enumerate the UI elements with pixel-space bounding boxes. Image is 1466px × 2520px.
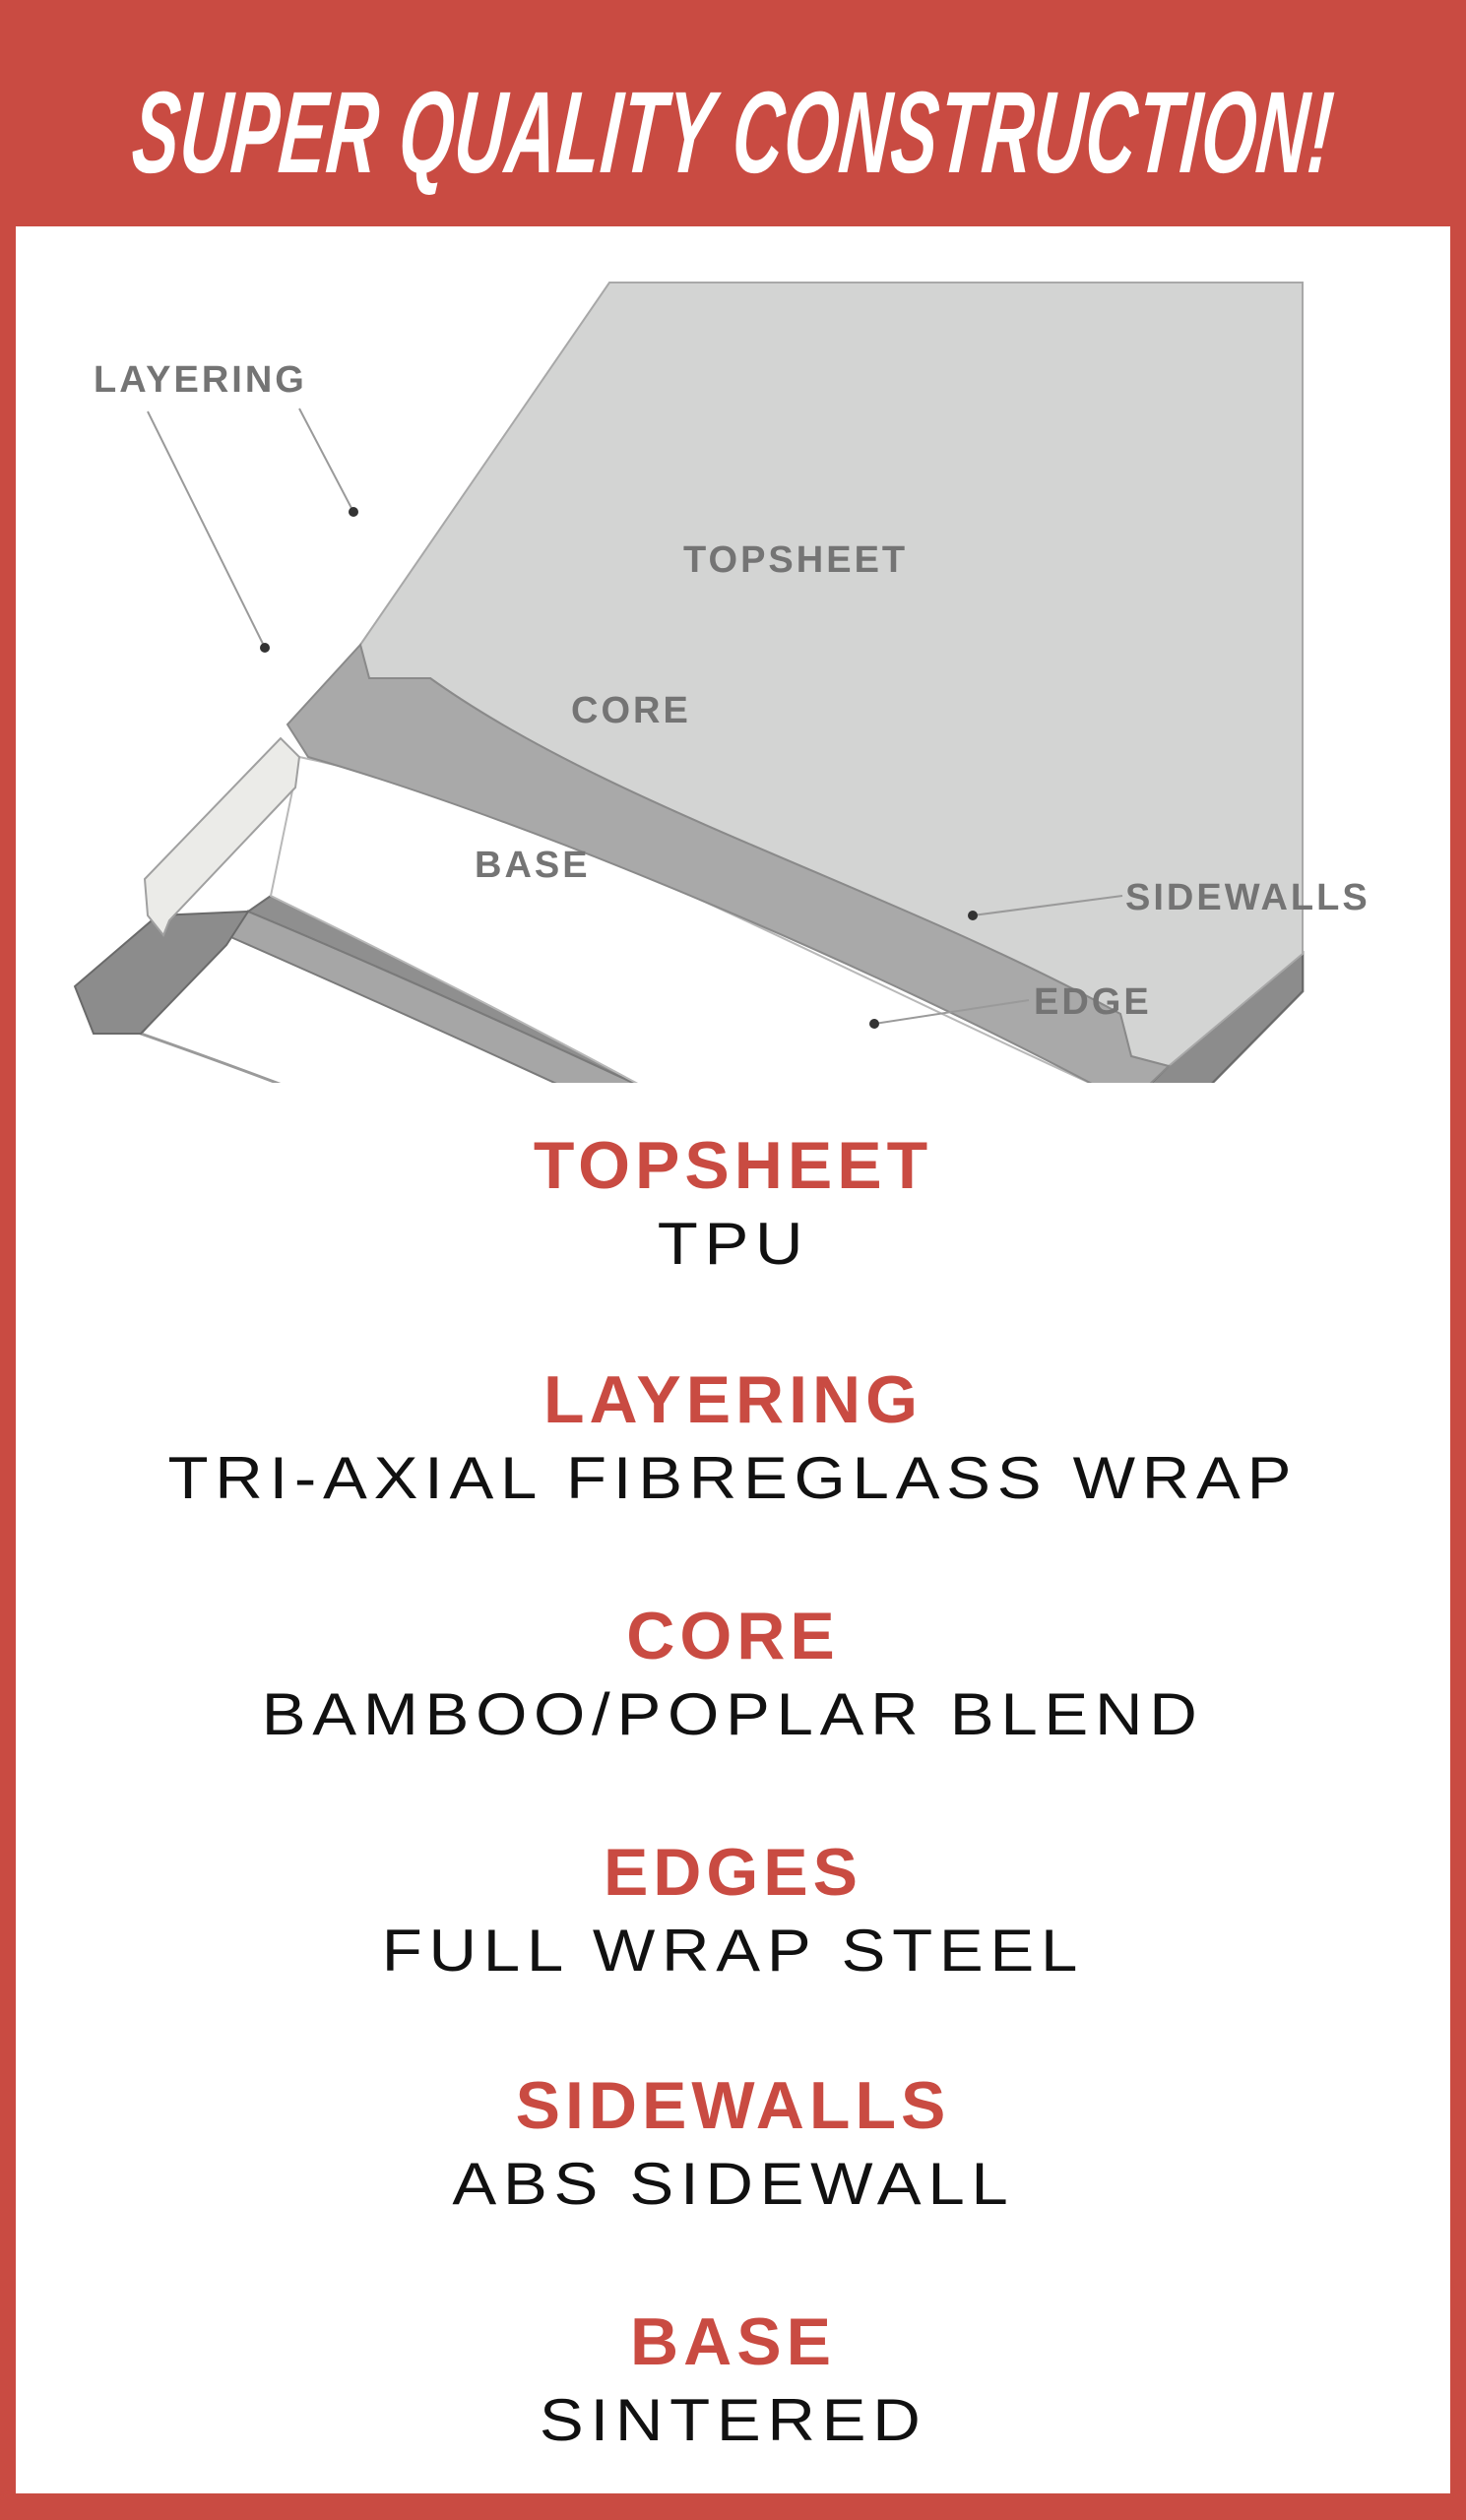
sidewalls-leader-line [972,895,1123,916]
spec-core: CORE BAMBOO/POPLAR BLEND [0,1597,1466,1754]
spec-topsheet: TOPSHEET TPU [0,1126,1466,1284]
diagram-label-topsheet: TOPSHEET [683,539,908,581]
edge-leader-line [873,999,1030,1025]
spec-value: SINTERED [539,2387,927,2453]
lower-layering-band-top [224,910,636,1083]
layering-dot [349,507,358,517]
spec-value: FULL WRAP STEEL [381,1918,1085,1984]
spec-value: ABS SIDEWALL [451,2151,1015,2217]
spec-heading: TOPSHEET [533,1128,933,1203]
spec-value: TPU [657,1211,809,1277]
spec-heading: CORE [626,1599,840,1673]
spec-edges: EDGES FULL WRAP STEEL [0,1833,1466,1990]
layering-dot [260,643,270,653]
spec-layering: LAYERING TRI-AXIAL FIBREGLASS WRAP [0,1360,1466,1518]
sidewalls-dot [968,911,978,920]
diagram-label-base: BASE [475,845,591,886]
spec-base: BASE SINTERED [0,2302,1466,2460]
layering-leader-line [147,410,266,649]
spec-heading: LAYERING [542,1362,924,1437]
spec-sidewalls: SIDEWALLS ABS SIDEWALL [0,2066,1466,2224]
spec-value: TRI-AXIAL FIBREGLASS WRAP [167,1445,1299,1511]
upper-layering-band [286,642,1171,1083]
spec-value: BAMBOO/POPLAR BLEND [262,1681,1204,1747]
spec-heading: EDGES [603,1835,863,1910]
layering-leader-line [298,408,354,513]
left-sidewall [143,736,301,937]
diagram-label-edge: EDGE [1034,981,1152,1023]
construction-diagram: LAYERING TOPSHEET CORE BASE SIDEWALLS ED… [73,282,1370,1083]
spec-heading: BASE [630,2304,836,2379]
diagram-label-core: CORE [571,690,691,731]
spec-heading: SIDEWALLS [515,2068,951,2143]
diagram-label-layering: LAYERING [94,359,307,401]
diagram-label-sidewalls: SIDEWALLS [1125,877,1370,918]
edge-dot [869,1019,879,1029]
